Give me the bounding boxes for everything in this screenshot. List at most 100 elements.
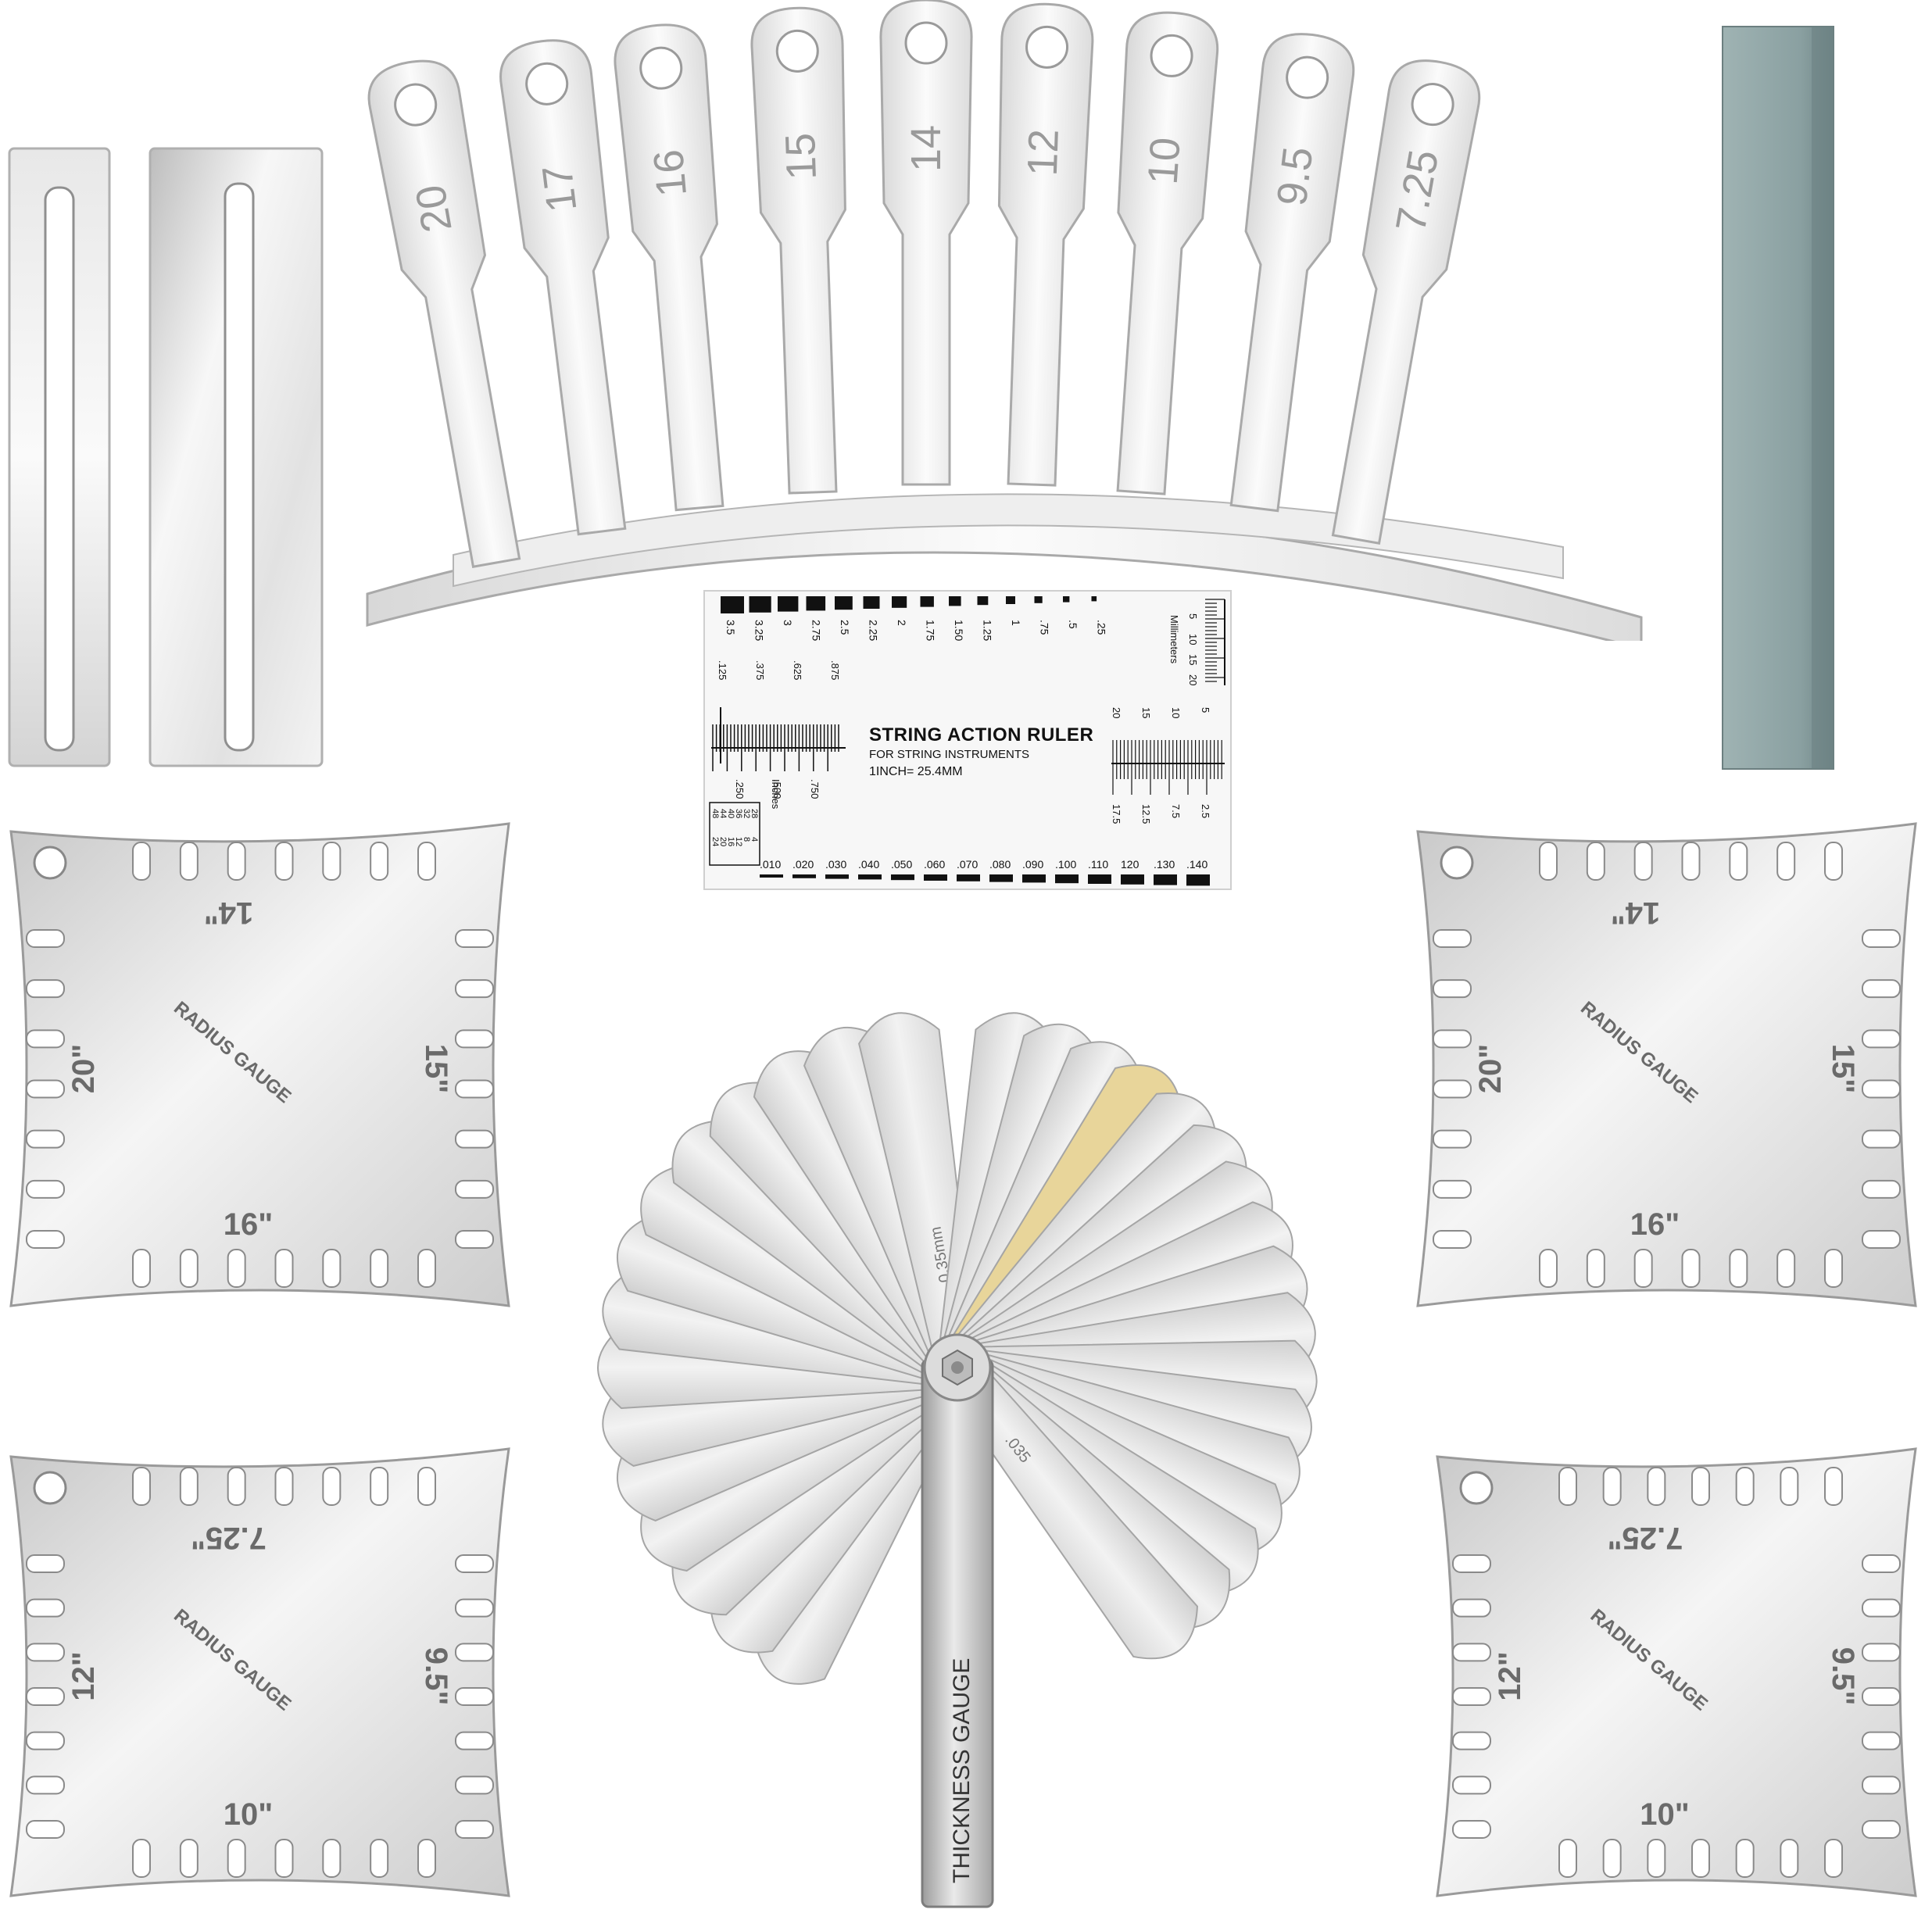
inch-fraction-label: .500 — [771, 779, 783, 799]
ruler-gap-block — [1006, 596, 1015, 604]
blade-radius-label: 14 — [903, 125, 950, 172]
mm-scale-label: 2.5 — [1200, 804, 1211, 818]
millimeters-label: Millimeters — [1168, 615, 1180, 664]
radius-label-left: 12" — [1493, 1651, 1527, 1700]
inch-fraction-label: .125 — [717, 660, 728, 680]
slotted-shim-icon — [8, 147, 324, 767]
inches-label: Inches — [770, 779, 782, 810]
mm-scale-label: 12.5 — [1140, 804, 1152, 824]
ruler-gap-block — [1091, 596, 1097, 602]
radius-label-bottom: 16" — [224, 1207, 273, 1242]
radius-label-left: 20" — [1473, 1044, 1508, 1093]
ruler-bottom-label: .020 — [792, 858, 814, 871]
ruler-gap-block — [891, 874, 914, 881]
radius-gauge-plate: 14"16"20"15"RADIUS GAUGE — [0, 813, 520, 1317]
ruler-gap-block — [792, 874, 816, 878]
ruler-gap-block — [949, 596, 961, 606]
radius-label-bottom: 10" — [1640, 1797, 1689, 1832]
gauge-number-label: 24 — [710, 837, 720, 846]
blade-radius-label: 20 — [406, 181, 461, 236]
gauge-number-label: 28 — [750, 809, 759, 818]
fret-protector-shims — [0, 141, 344, 781]
ruler-bottom-label: .090 — [1022, 858, 1043, 871]
ruler-bottom-label: .070 — [957, 858, 978, 871]
inch-fraction-label: .875 — [829, 660, 841, 680]
ruler-top-label: 3.5 — [724, 620, 737, 635]
ruler-subtitle: FOR STRING INSTRUMENTS — [869, 748, 1029, 761]
hanging-hole-icon — [1286, 55, 1329, 99]
hanging-hole-icon — [775, 29, 819, 73]
ruler-gap-block — [806, 596, 826, 611]
ruler-gap-block — [892, 596, 907, 608]
radius-label-bottom: 16" — [1630, 1207, 1680, 1242]
ruler-bottom-label: .030 — [825, 858, 846, 871]
hanging-hole-icon — [1440, 846, 1474, 880]
ruler-top-label: 3 — [782, 620, 794, 626]
understring-gauge-blade: 20 — [367, 59, 521, 568]
ruler-top-label: 2.25 — [868, 620, 880, 641]
ruler-bottom-label: .130 — [1154, 858, 1175, 871]
blade-radius-label: 9.5 — [1268, 145, 1322, 209]
sharpening-stone — [1719, 23, 1837, 774]
mm-scale-label: 17.5 — [1111, 804, 1122, 824]
radius-label-right: 15" — [1826, 1044, 1860, 1093]
ruler-gap-block — [721, 596, 744, 613]
ruler-bottom-label: .010 — [760, 858, 781, 871]
mm-tick-label: 15 — [1187, 654, 1199, 665]
inch-fraction-label: .375 — [754, 660, 766, 680]
ruler-bottom-label: .100 — [1055, 858, 1076, 871]
blade-radius-label: 12 — [1019, 128, 1068, 177]
ruler-gap-block — [825, 874, 849, 879]
hanging-hole-icon — [1459, 1471, 1494, 1505]
ruler-gap-block — [1022, 874, 1046, 883]
understring-gauge-blade: 10 — [1116, 11, 1219, 495]
ruler-gap-block — [1034, 596, 1043, 603]
ruler-title: STRING ACTION RULER — [869, 724, 1094, 746]
radius-label-top: 7.25" — [191, 1521, 267, 1555]
mm-scale-label: 7.5 — [1170, 804, 1182, 818]
blade-radius-label: 15 — [777, 132, 825, 181]
ruler-gap-block — [778, 596, 799, 612]
understring-gauge-blade: 14 — [879, 0, 973, 486]
ruler-gap-block — [924, 874, 947, 881]
understring-gauge-blade: 7.25 — [1331, 59, 1481, 545]
inch-fraction-label: .625 — [792, 660, 803, 680]
feeler-gauge: 0.80mm0.75mm0.70mm0.65mm0.63mm0.60mm0.58… — [500, 953, 1438, 1909]
ruler-bottom-label: 120 — [1121, 858, 1140, 871]
gauge-number-label: 44 — [718, 809, 728, 818]
gauge-number-label: 32 — [742, 809, 751, 818]
ruler-gap-block — [1186, 874, 1210, 886]
understring-gauge-blade: 12 — [997, 2, 1094, 487]
understring-gauge-blade: 17 — [499, 39, 627, 536]
gauge-number-label: 16 — [726, 837, 735, 846]
blade-radius-label: 16 — [645, 148, 696, 198]
hanging-hole-icon — [1411, 83, 1454, 127]
ruler-gap-block — [1088, 874, 1111, 884]
ruler-top-label: .75 — [1039, 620, 1051, 635]
radius-label-right: 15" — [419, 1044, 453, 1093]
understring-gauge-blade: 16 — [614, 23, 724, 512]
ruler-gap-block — [957, 874, 980, 881]
ruler-gap-block — [1063, 596, 1070, 603]
ruler-top-label: 3.25 — [753, 620, 766, 641]
mm-tick-label: 20 — [1187, 674, 1199, 685]
inch-fraction-label: .250 — [734, 779, 746, 799]
mm-scale-label: 5 — [1200, 707, 1211, 713]
hanging-hole-icon — [394, 83, 438, 127]
ruler-top-label: 2.5 — [839, 620, 851, 635]
radius-label-bottom: 10" — [224, 1797, 273, 1832]
ruler-conversion: 1INCH= 25.4MM — [869, 765, 963, 778]
hanging-hole-icon — [525, 62, 569, 105]
mm-scale-label: 10 — [1170, 707, 1182, 718]
radius-gauge-plate: 14"16"20"15"RADIUS GAUGE — [1407, 813, 1927, 1317]
hanging-hole-icon — [639, 46, 683, 90]
gauge-number-label: 8 — [742, 837, 751, 842]
ruler-bottom-label: .080 — [989, 858, 1011, 871]
mm-tick-label: 10 — [1187, 634, 1199, 645]
ruler-bottom-label: .140 — [1186, 858, 1208, 871]
mm-scale-label: 20 — [1111, 707, 1122, 718]
ruler-gap-block — [1154, 874, 1177, 885]
feeler-blade: .035 — [940, 1353, 1198, 1660]
ruler-gap-block — [1055, 874, 1079, 884]
